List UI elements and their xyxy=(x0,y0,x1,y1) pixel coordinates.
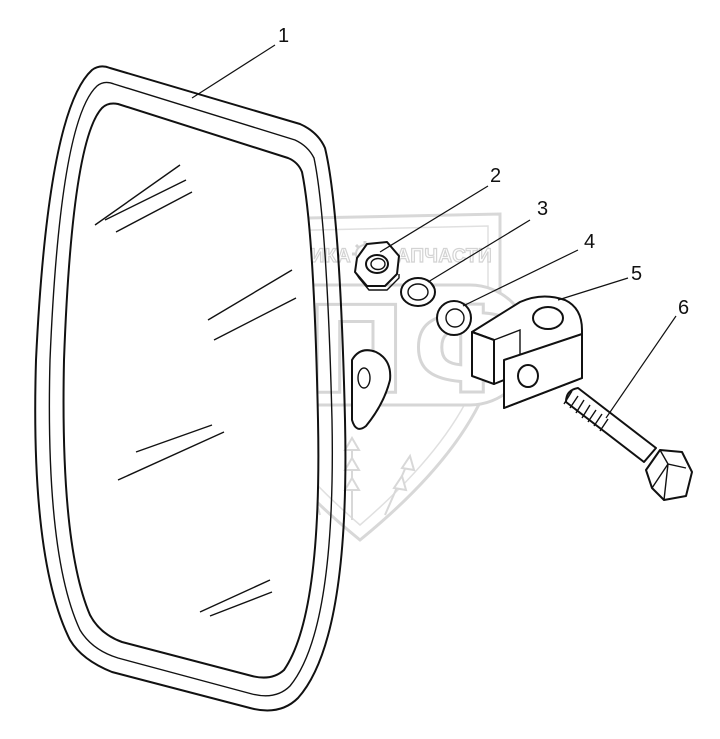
mirror xyxy=(34,65,392,712)
nut xyxy=(354,241,400,291)
callout-4: 4 xyxy=(584,231,595,253)
clamp-bracket xyxy=(471,295,583,409)
mirror-frame-edge xyxy=(48,81,333,697)
callout-6: 6 xyxy=(678,297,689,319)
mirror-mount-boss xyxy=(351,349,392,430)
mirror-reflections xyxy=(94,164,297,617)
callout-1: 1 xyxy=(278,25,289,47)
mirror-glass xyxy=(62,102,320,679)
bolt xyxy=(563,387,693,501)
mirror-outer-frame xyxy=(34,65,347,712)
leader-lines xyxy=(191,44,677,419)
spring-washer xyxy=(400,277,436,307)
watermark-right-text: ЗАПЧАСТИ xyxy=(384,246,492,267)
callout-2: 2 xyxy=(490,165,501,187)
flat-washer xyxy=(436,300,472,336)
callout-3: 3 xyxy=(537,198,548,220)
callout-labels: 1 2 3 4 5 6 xyxy=(278,25,689,319)
callout-5: 5 xyxy=(631,263,642,285)
